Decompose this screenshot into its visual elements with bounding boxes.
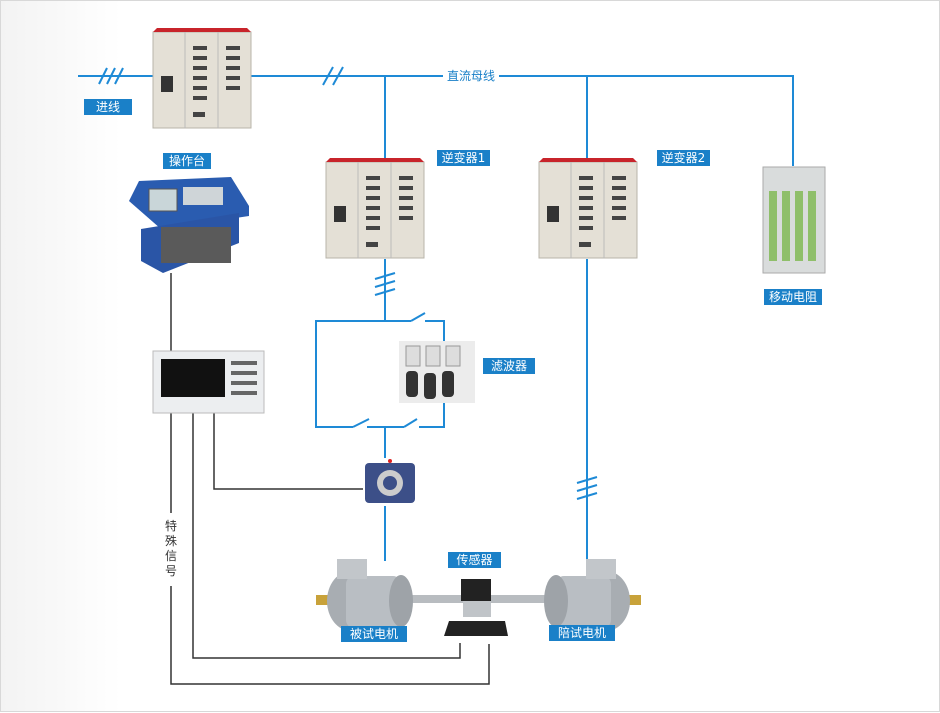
power-lines: [78, 75, 794, 561]
power-analyzer: [152, 350, 265, 414]
motor-under-test: [316, 559, 413, 631]
label-incoming-line: 进线: [84, 99, 132, 115]
line-hash-marks: [98, 66, 598, 500]
inverter1-cabinet: [325, 157, 425, 259]
signal-lines: [170, 273, 490, 685]
operator-console: [129, 177, 249, 273]
filter-device: [399, 341, 475, 403]
label-inverter2: 逆变器2: [657, 150, 710, 166]
torque-sensor: [444, 579, 508, 636]
label-companion-motor: 陪试电机: [549, 625, 615, 641]
label-motor-under-test: 被试电机: [341, 626, 407, 642]
incoming-cabinet: [152, 27, 252, 129]
label-special-signal: 特殊信号: [164, 519, 178, 579]
inverter2-cabinet: [538, 157, 638, 259]
mobile-resistor: [762, 166, 826, 274]
label-dc-bus: 直流母线: [443, 68, 500, 84]
label-mobile-resistor: 移动电阻: [764, 289, 822, 305]
label-filter: 滤波器: [483, 358, 535, 374]
current-sensor: [365, 459, 415, 503]
label-console: 操作台: [163, 153, 211, 169]
companion-motor: [544, 559, 641, 631]
label-sensor: 传感器: [448, 552, 501, 568]
label-inverter1: 逆变器1: [437, 150, 490, 166]
